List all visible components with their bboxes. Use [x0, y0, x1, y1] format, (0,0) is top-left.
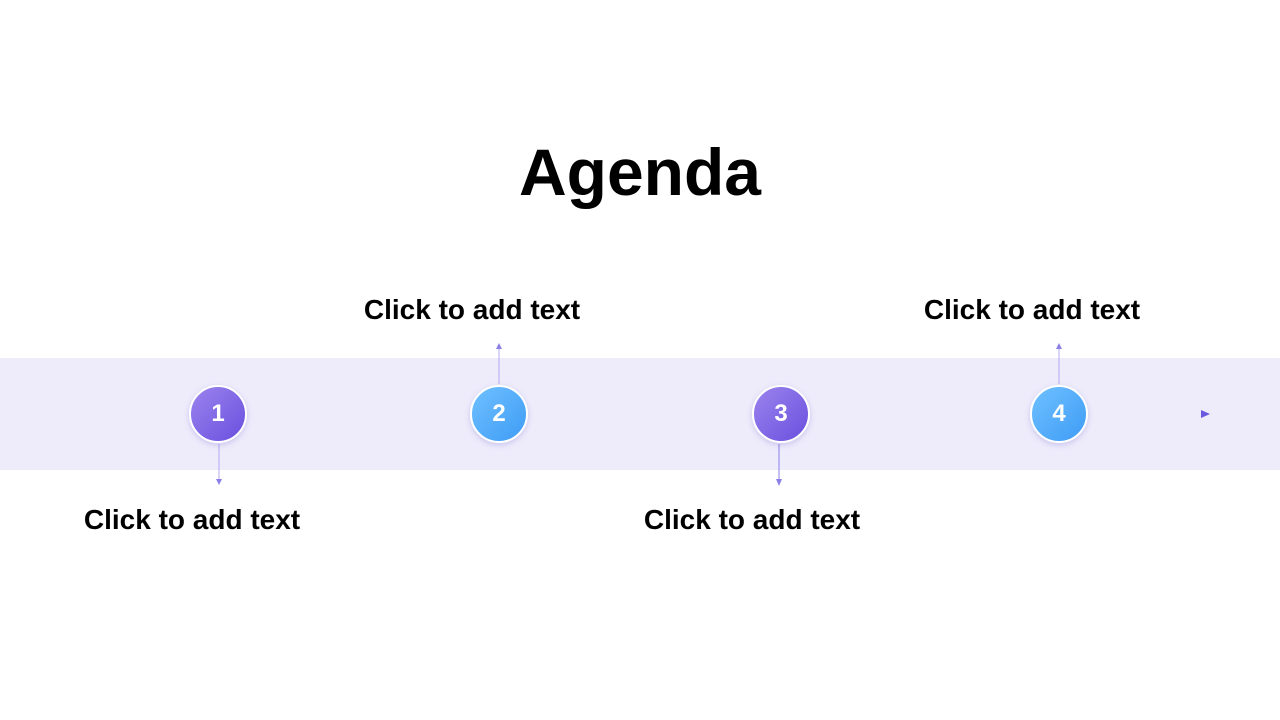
slide-title[interactable]: Agenda	[518, 135, 762, 209]
connector-1-arrow-icon	[216, 479, 222, 485]
timeline-arrow-icon	[1201, 410, 1210, 418]
timeline-node-2[interactable]: 2	[470, 385, 528, 443]
timeline-node-3[interactable]: 3	[752, 385, 810, 443]
connector-2-arrow-icon	[496, 343, 502, 349]
connector-4-arrow-icon	[1056, 343, 1062, 349]
timeline-node-4[interactable]: 4	[1030, 385, 1088, 443]
agenda-item-1-text[interactable]: Click to add text	[83, 504, 301, 535]
agenda-item-3-text[interactable]: Click to add text	[643, 504, 861, 535]
agenda-item-4-text[interactable]: Click to add text	[923, 294, 1141, 325]
timeline-node-1[interactable]: 1	[189, 385, 247, 443]
agenda-item-2-text[interactable]: Click to add text	[363, 294, 581, 325]
connector-3-arrow-icon	[776, 479, 782, 486]
